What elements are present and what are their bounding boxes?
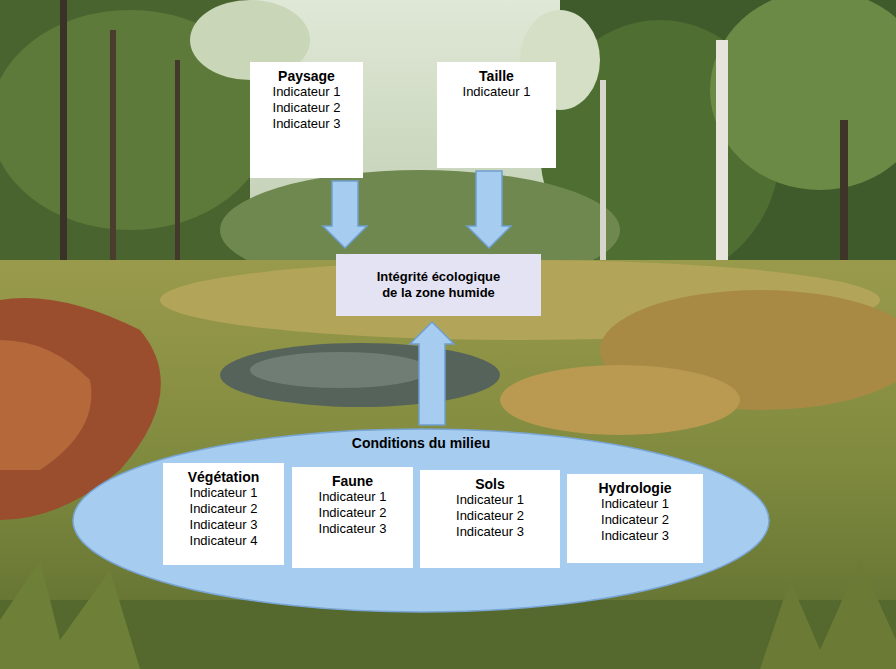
box-heading: Conditions du milieu — [72, 435, 770, 451]
indicator-text: Indicateur 1 — [445, 84, 548, 100]
indicator-text: Indicateur 1 — [575, 496, 695, 512]
result-box: Intégrité écologique de la zone humide — [336, 254, 541, 316]
indicator-text: Indicateur 2 — [428, 508, 552, 524]
pool-reflection — [250, 352, 430, 388]
indicator-text: Indicateur 3 — [258, 116, 355, 132]
block-arrow — [410, 322, 454, 425]
indicator-text: Indicateur 3 — [171, 517, 276, 533]
indicator-text: Indicateur 1 — [171, 485, 276, 501]
indicator-box: PaysageIndicateur 1Indicateur 2Indicateu… — [250, 62, 363, 178]
indicator-box: SolsIndicateur 1Indicateur 2Indicateur 3 — [420, 470, 560, 568]
indicator-text: Indicateur 2 — [300, 505, 405, 521]
indicator-text: Indicateur 3 — [575, 528, 695, 544]
grass — [500, 365, 740, 435]
indicator-text: Indicateur 2 — [258, 100, 355, 116]
foliage — [710, 0, 896, 190]
box-heading: Taille — [445, 68, 548, 84]
box-heading: Intégrité écologique de la zone humide — [373, 269, 505, 301]
tree-trunk — [60, 0, 67, 300]
pool-water — [220, 343, 500, 407]
foreground-grass — [0, 560, 140, 669]
indicator-box: HydrologieIndicateur 1Indicateur 2Indica… — [567, 474, 703, 563]
indicator-text: Indicateur 2 — [171, 501, 276, 517]
indicator-box: TailleIndicateur 1 — [437, 62, 556, 168]
indicator-box: VégétationIndicateur 1Indicateur 2Indica… — [163, 463, 284, 565]
indicator-text: Indicateur 3 — [428, 524, 552, 540]
tree-trunk — [175, 60, 180, 290]
conditions-ellipse: Conditions du milieuVégétationIndicateur… — [72, 428, 770, 613]
box-heading: Hydrologie — [575, 480, 695, 496]
box-heading: Végétation — [171, 469, 276, 485]
indicator-text: Indicateur 1 — [300, 489, 405, 505]
box-heading: Faune — [300, 473, 405, 489]
indicator-box: FauneIndicateur 1Indicateur 2Indicateur … — [292, 467, 413, 568]
fern — [0, 340, 91, 470]
block-arrow — [467, 171, 511, 248]
indicator-text: Indicateur 3 — [300, 521, 405, 537]
birch-trunk — [600, 80, 606, 290]
indicator-text: Indicateur 2 — [575, 512, 695, 528]
ellipse-shape — [73, 429, 769, 612]
box-heading: Paysage — [258, 68, 355, 84]
indicator-text: Indicateur 1 — [428, 492, 552, 508]
box-heading: Sols — [428, 476, 552, 492]
indicator-text: Indicateur 4 — [171, 533, 276, 549]
tree-trunk — [110, 30, 116, 300]
indicator-text: Indicateur 1 — [258, 84, 355, 100]
foreground-grass — [760, 560, 896, 669]
block-arrow — [323, 181, 367, 248]
